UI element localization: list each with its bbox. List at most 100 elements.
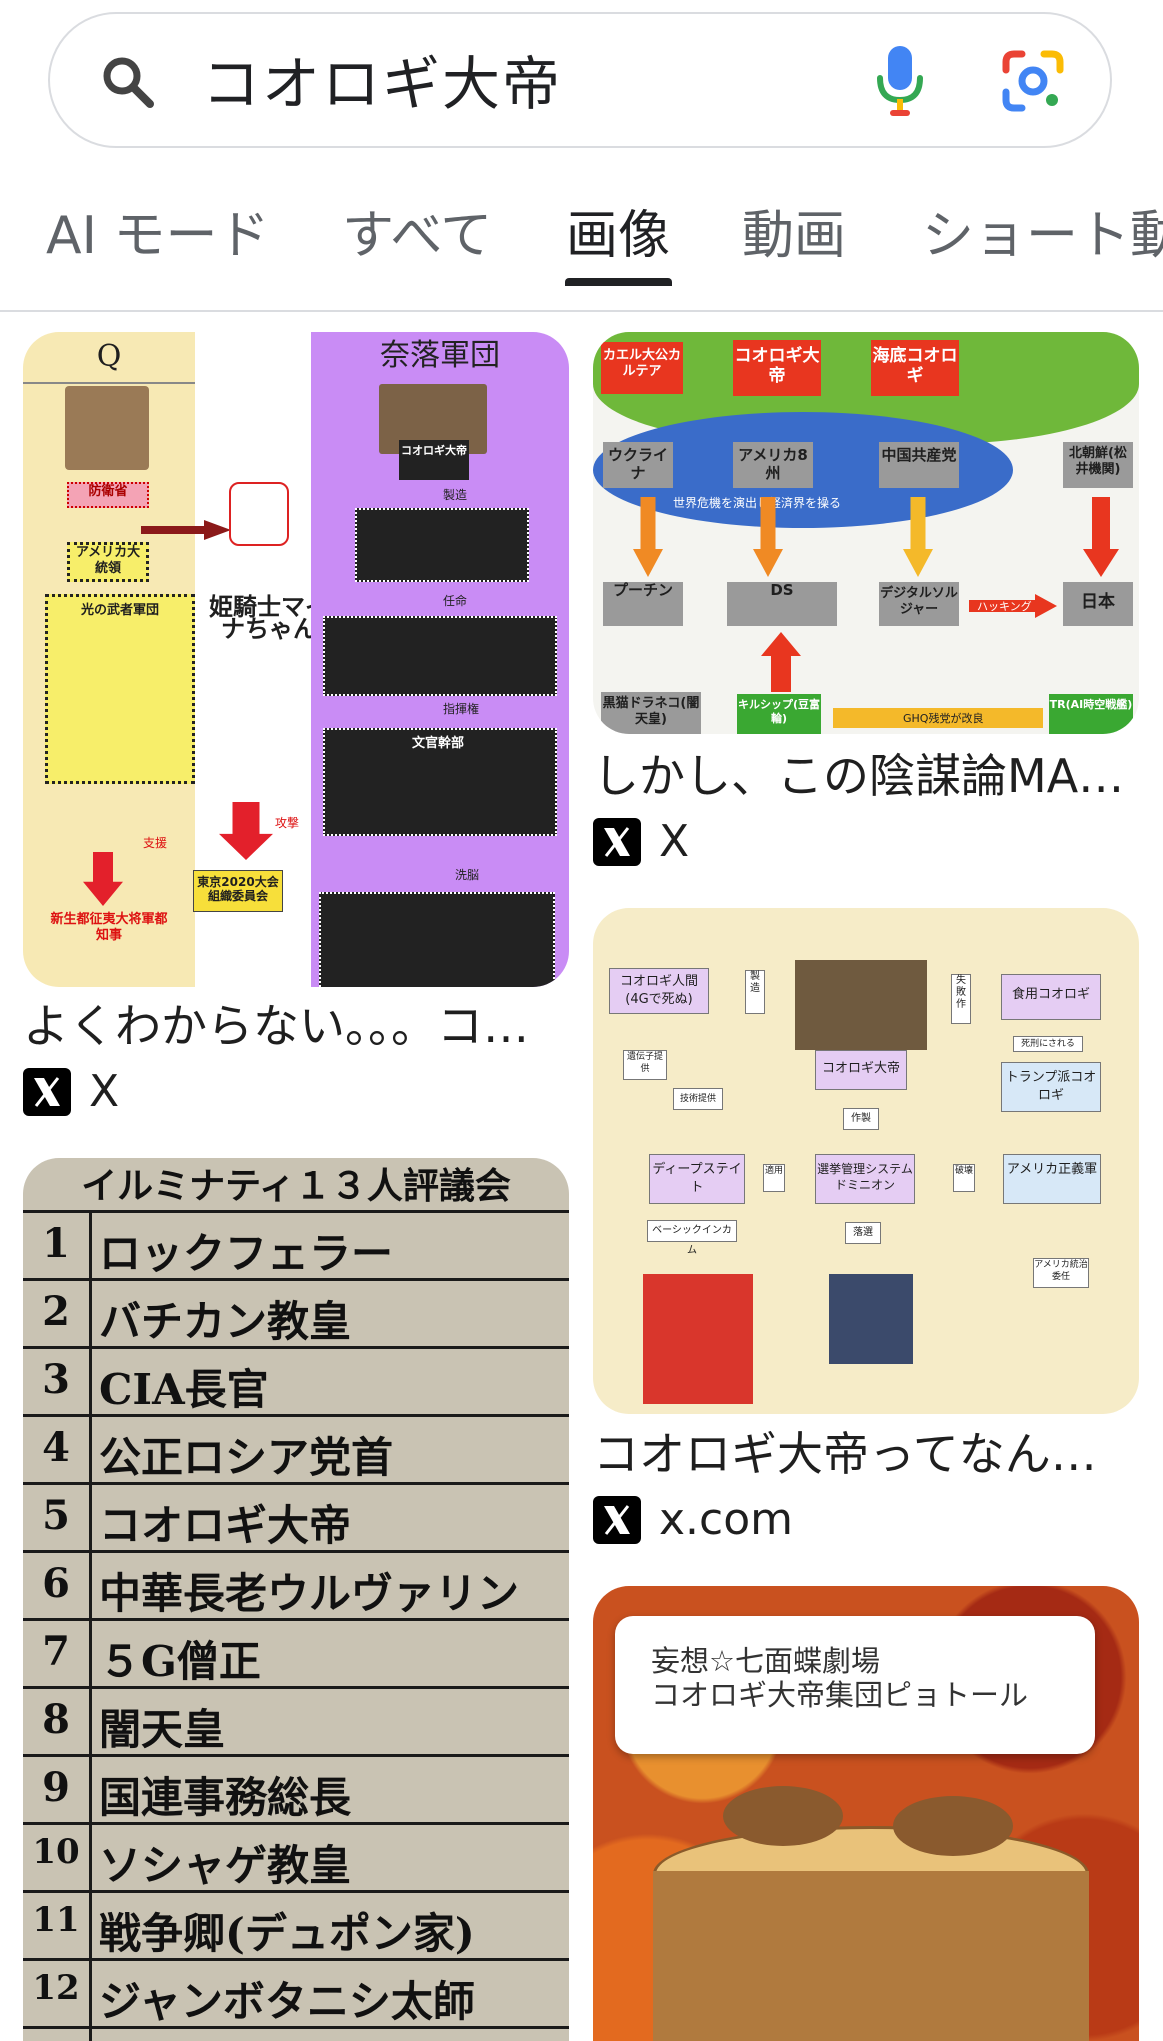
mic-icon[interactable]	[870, 44, 930, 120]
row-line	[23, 1210, 569, 1213]
result-title[interactable]: しかし、この陰謀論MA…	[593, 749, 1125, 803]
row-name: ソシャゲ教皇	[99, 1841, 352, 1890]
label-14: 洗脳	[455, 868, 480, 882]
label-17: GHQ残党が改良	[903, 712, 984, 725]
row-number: 1	[42, 1220, 70, 1267]
row-name: 戦争卿(デュポン家)	[99, 1909, 475, 1958]
result-source[interactable]: x.com	[593, 1494, 893, 1546]
result-title[interactable]: よくわからない。。。コ…	[23, 999, 529, 1053]
row-number: 8	[42, 1696, 70, 1743]
label-4: 新生都征夷大将軍都知事	[50, 912, 168, 943]
bird-photo	[65, 386, 149, 470]
row-number: 12	[32, 1968, 80, 2008]
row-number: 3	[42, 1356, 70, 1403]
source-name: X	[659, 816, 690, 867]
result-thumbnail[interactable]: 妄想☆七面蝶劇場 コオロギ大帝集団ピョトール	[593, 1586, 1139, 2041]
result-thumbnail[interactable]: カエル大公カルテア コオロギ大帝 海底コオロギ ウクライナ アメリカ8州 中国共…	[593, 332, 1139, 734]
label-1: 防衛省	[67, 482, 149, 508]
result-thumbnail[interactable]: コオロギ人間(4Gで死ぬ) 製造 失敗作 食用コオロギ コオロギ大帝 死刑にされ…	[593, 908, 1139, 1414]
label-5: 姫騎士マイナちゃん	[209, 593, 329, 643]
label-12: 指揮権	[443, 702, 480, 716]
tab-all[interactable]: すべて	[342, 206, 493, 266]
label-11: 任命	[443, 594, 468, 608]
label-7: 北朝鮮(松井機関)	[1063, 442, 1133, 488]
source-name: X	[89, 1066, 120, 1117]
table-title: イルミナティ１３人評議会	[81, 1165, 511, 1207]
label-5: アメリカ8州	[733, 442, 813, 488]
row-number: 7	[42, 1628, 70, 1675]
label-12: 適用	[763, 1164, 785, 1192]
active-tab-indicator	[565, 278, 672, 286]
label-17: 落選	[845, 1222, 881, 1244]
row-number: 10	[32, 1832, 80, 1872]
row-line	[23, 1414, 569, 1417]
bubble-1	[229, 482, 289, 546]
row-line	[23, 1618, 569, 1621]
search-bar[interactable]: コオロギ大帝	[48, 12, 1112, 148]
tab-shorts[interactable]: ショート動	[922, 206, 1163, 266]
arrow-red-up	[761, 632, 801, 692]
label-9: プーチン	[603, 582, 683, 626]
row-line	[23, 1822, 569, 1825]
row-name: コオロギ大帝	[99, 1501, 352, 1550]
row-line	[23, 1278, 569, 1281]
label-8: 東京2020大会組織委員会	[193, 870, 283, 912]
row-line	[23, 1754, 569, 1757]
label-15: キルシップ(豆富輪)	[737, 694, 821, 734]
row-line	[23, 1890, 569, 1893]
result-thumbnail[interactable]: イルミナティ１３人評議会 1 ロックフェラー 2 バチカン教皇 3 CIA長官 …	[23, 1158, 569, 2041]
diagram-block-2	[323, 616, 557, 696]
tab-images[interactable]: 画像	[566, 206, 671, 266]
result-source[interactable]: X	[23, 1066, 323, 1118]
diagram-header-left: Q	[23, 332, 195, 384]
label-2: アメリカ大統領	[67, 542, 149, 582]
label-15: アメリカ正義軍	[1003, 1154, 1101, 1204]
label-11: ディープステイト	[649, 1154, 745, 1204]
label-6: 中国共産党	[879, 442, 959, 488]
row-line	[23, 1346, 569, 1349]
result-title[interactable]: コオロギ大帝ってなん…	[593, 1427, 1097, 1481]
label-14: 黒猫ドラネコ(闇天皇)	[601, 692, 701, 734]
arrow-red	[1083, 497, 1119, 577]
label-6: 死刑にされる	[1013, 1036, 1083, 1052]
label-11: デジタルソルジャー	[879, 582, 959, 626]
row-name: 中華長老ウルヴァリン	[99, 1569, 520, 1618]
label-4: 食用コオロギ	[1001, 974, 1101, 1020]
search-icon	[103, 57, 154, 108]
search-input[interactable]: コオロギ大帝	[202, 50, 563, 118]
row-name: CIA長官	[99, 1365, 269, 1414]
diagram-block-1	[355, 508, 529, 582]
result-thumbnail[interactable]: Q 防衛省 アメリカ大統領 光の武者軍団 新生都征夷大将軍都知事 姫騎士マイナち…	[23, 332, 569, 987]
tab-videos[interactable]: 動画	[742, 206, 847, 266]
x-logo-icon	[593, 1496, 641, 1544]
row-name: ロックフェラー	[99, 1229, 394, 1278]
row-number: 9	[42, 1764, 70, 1811]
trump-photo	[829, 1274, 913, 1364]
label-3: 海底コオロギ	[871, 340, 959, 396]
label-18: アメリカ統治委任	[1033, 1258, 1089, 1288]
source-name: x.com	[659, 1494, 793, 1545]
label-16: ベーシックインカム	[647, 1220, 737, 1256]
row-number: 6	[42, 1560, 70, 1607]
label-10: DS	[727, 582, 837, 626]
label-4: ウクライナ	[603, 442, 673, 488]
result-source[interactable]: X	[593, 816, 893, 868]
tab-ai-mode[interactable]: AI モード	[46, 206, 270, 266]
row-name: 公正ロシア党首	[99, 1433, 394, 1482]
table-divider	[89, 1210, 92, 2041]
cricket-photo	[795, 960, 927, 1050]
label-7: 支援	[143, 836, 168, 850]
label-7: トランプ派コオロギ	[1001, 1062, 1101, 1112]
diagram-header-right: 奈落軍団	[380, 338, 500, 373]
label-8: 遺伝子提供	[623, 1050, 667, 1080]
row-line	[23, 1958, 569, 1961]
lens-icon[interactable]	[1000, 48, 1066, 114]
row-name: 闇天皇	[99, 1705, 226, 1754]
row-line	[23, 2026, 569, 2029]
caption-box	[615, 1616, 1095, 1754]
cricket-2	[893, 1796, 1013, 1856]
arrow-attack	[219, 802, 273, 860]
label-9: コオロギ大帝	[399, 440, 469, 480]
label-6: 攻撃	[275, 816, 300, 830]
row-number: 4	[42, 1424, 70, 1471]
